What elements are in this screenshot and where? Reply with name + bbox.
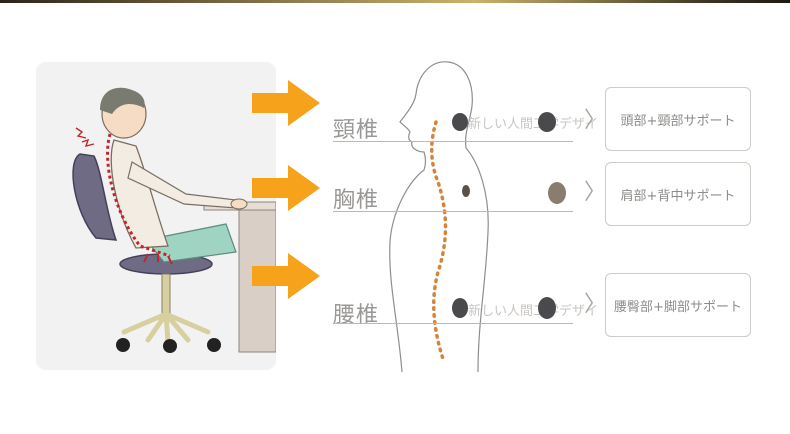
cervical-label: 頸椎 — [333, 118, 380, 143]
top-decorative-bar — [0, 0, 790, 3]
thoracic-line — [333, 211, 573, 212]
arrow-right-icon — [252, 165, 320, 211]
support-box-head-neck: 頭部+頸部サポート — [605, 87, 751, 151]
thoracic-pillow-icon — [548, 182, 566, 204]
cervical-line — [333, 141, 573, 142]
cervical-pillow-icon — [538, 112, 556, 132]
person-at-desk-drawing — [72, 87, 276, 353]
cervical-marker-icon — [452, 113, 468, 131]
lumbar-label: 腰椎 — [333, 303, 380, 328]
chevron-right-icon: 〉 — [584, 108, 607, 133]
lumbar-pillow-icon — [538, 297, 556, 319]
thoracic-label: 胸椎 — [333, 188, 380, 213]
sitting-posture-illustration — [36, 62, 276, 370]
chevron-right-icon: 〉 — [584, 292, 607, 317]
arrow-right-icon — [252, 80, 320, 126]
lumbar-marker-icon — [452, 298, 468, 318]
lumbar-line — [333, 323, 573, 324]
chevron-right-icon: 〉 — [584, 180, 607, 205]
spine-dots — [430, 120, 448, 364]
lumbar-faded-text: 新しい人間工学デザイ — [468, 304, 599, 319]
support-box-shoulder-back: 肩部+背中サポート — [605, 162, 751, 226]
thoracic-marker-icon — [462, 185, 470, 197]
support-box-hip-leg: 腰臀部+脚部サポート — [605, 273, 751, 337]
body-outline-diagram — [389, 61, 489, 373]
arrow-right-icon — [252, 253, 320, 299]
cervical-faded-text: 新しい人間工学デザイ — [468, 117, 599, 132]
